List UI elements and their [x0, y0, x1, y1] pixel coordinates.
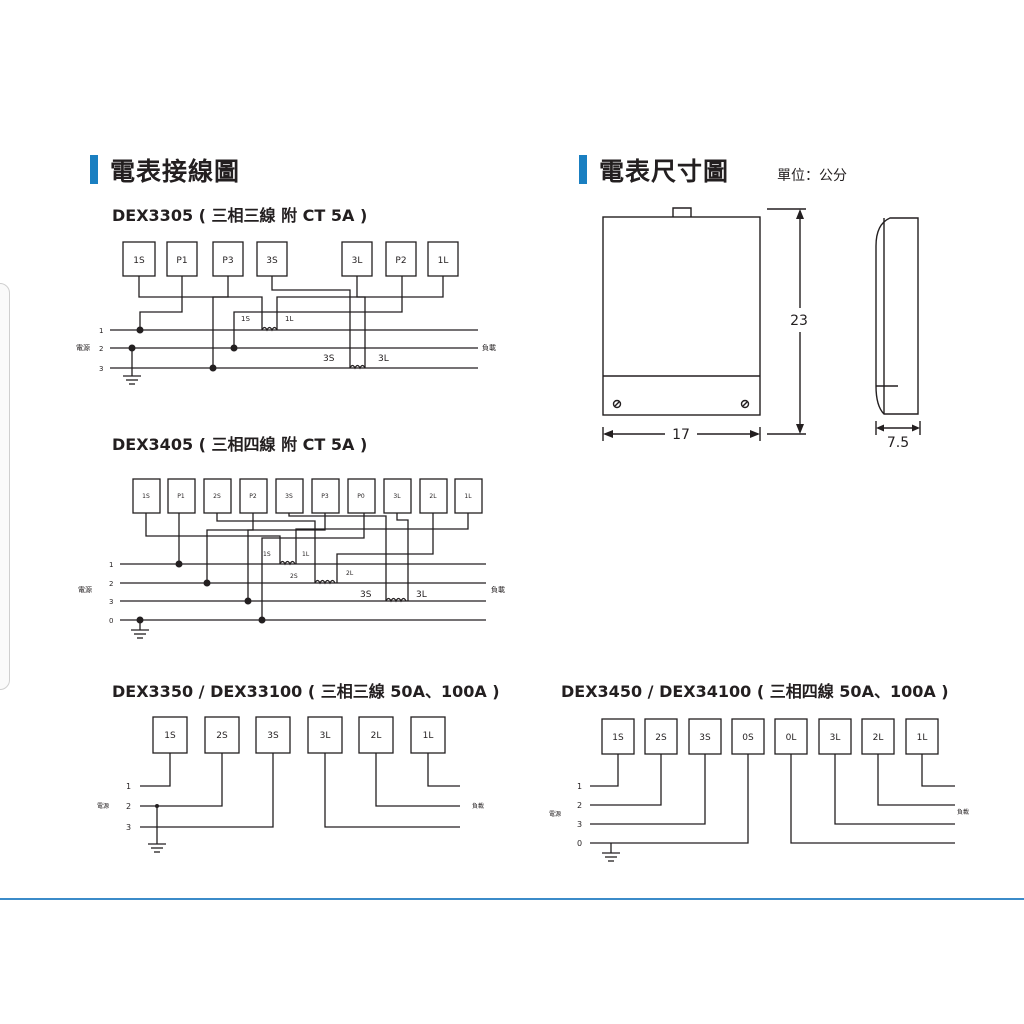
ct-label: 2L — [346, 570, 354, 577]
terminal-label: P0 — [357, 493, 365, 500]
ct-label: 3S — [360, 590, 372, 600]
source-label: 電源 — [549, 810, 561, 818]
ct-label: 1L — [302, 551, 310, 558]
line-number: 1 — [99, 327, 103, 335]
dex3350-wiring-diagram: 1S 2S 3S 3L 2L 1L 1 2 3 電源 負載 — [97, 716, 484, 853]
wiring-section-title: 電表接線圖 — [110, 157, 241, 186]
terminal-label: 1S — [133, 256, 145, 266]
dex3350-title: DEX3350 / DEX33100 ( 三相三線 50A、100A ) — [112, 682, 500, 701]
dex3405-title: DEX3405 ( 三相四線 附 CT 5A ) — [112, 435, 368, 454]
line-number: 3 — [577, 820, 582, 829]
terminal-label: 3S — [267, 731, 279, 741]
section-accent-bar — [90, 155, 98, 184]
terminal-label: 1L — [423, 731, 434, 741]
height-dimension-label: 23 — [790, 313, 808, 329]
line-number: 1 — [126, 782, 131, 791]
terminal-box — [347, 478, 376, 514]
terminal-label: 2S — [216, 731, 228, 741]
depth-dimension-label: 7.5 — [887, 435, 909, 451]
line-number: 3 — [109, 598, 113, 606]
terminal-label: 2S — [655, 733, 667, 743]
line-number: 1 — [109, 561, 113, 569]
terminal-label: 2L — [371, 731, 382, 741]
load-label: 負載 — [957, 808, 969, 816]
line-number: 0 — [109, 617, 113, 625]
ct-label: 3L — [416, 590, 427, 600]
line-number: 2 — [126, 802, 131, 811]
meter-dimension-drawing: 23 17 7.5 — [602, 207, 921, 451]
dimensions-section-title: 電表尺寸圖 — [599, 157, 730, 186]
terminal-label: 3S — [285, 493, 293, 500]
terminal-label: P1 — [176, 256, 187, 266]
width-dimension-label: 17 — [672, 427, 690, 443]
line-number: 2 — [577, 801, 582, 810]
terminal-box — [167, 478, 196, 514]
meter-top-tab — [672, 207, 692, 217]
line-number: 3 — [126, 823, 131, 832]
dex3450-title: DEX3450 / DEX34100 ( 三相四線 50A、100A ) — [561, 682, 949, 701]
section-accent-bar — [579, 155, 587, 184]
source-label: 電源 — [76, 343, 90, 352]
line-number: 2 — [99, 345, 103, 353]
terminal-label: 1L — [464, 493, 472, 500]
terminal-label: P3 — [321, 493, 329, 500]
load-label: 負載 — [491, 585, 505, 594]
ct-label: 3S — [323, 354, 335, 364]
dex3305-wiring-diagram: 1S P1 P3 3S 3L P2 1L 1 2 3 電源 負載 1S 1L 3… — [76, 241, 496, 385]
terminal-label: 1S — [142, 493, 150, 500]
dex3405-wiring-diagram: 1S P1 2S P2 3S P3 P0 3L 2L 1L 1 2 3 0 電源… — [78, 478, 505, 639]
dex3305-title: DEX3305 ( 三相三線 附 CT 5A ) — [112, 206, 368, 225]
dex3450-wiring-diagram: 1S 2S 3S 0S 0L 3L 2L 1L 1 2 3 0 電源 負載 — [549, 718, 969, 862]
load-label: 負載 — [472, 802, 484, 810]
screw-icon — [612, 399, 622, 409]
terminal-label: P3 — [222, 256, 233, 266]
terminal-label: 2L — [873, 733, 884, 743]
ct-label: 1S — [263, 551, 271, 558]
meter-front-view — [602, 216, 761, 416]
terminal-label: P2 — [249, 493, 257, 500]
line-number: 2 — [109, 580, 113, 588]
footer-divider — [0, 898, 1024, 900]
source-label: 電源 — [78, 585, 92, 594]
terminal-label: 3S — [266, 256, 278, 266]
ct-label: 1L — [285, 315, 293, 323]
source-label: 電源 — [97, 802, 109, 810]
terminal-label: 2S — [213, 493, 221, 500]
terminal-label: 2L — [429, 493, 437, 500]
terminal-label: 3L — [320, 731, 331, 741]
terminal-label: 0L — [786, 733, 797, 743]
ct-label: 2S — [290, 573, 298, 580]
ct-label: 3L — [378, 354, 389, 364]
terminal-label: 3L — [830, 733, 841, 743]
terminal-box — [385, 241, 417, 277]
terminal-label: P1 — [177, 493, 185, 500]
terminal-label: 1L — [917, 733, 928, 743]
terminal-label: 3S — [699, 733, 711, 743]
terminal-label: 1S — [612, 733, 624, 743]
line-number: 1 — [577, 782, 582, 791]
screw-icon — [740, 399, 750, 409]
terminal-label: P2 — [395, 256, 406, 266]
terminal-label: 1S — [164, 731, 176, 741]
terminal-label: 0S — [742, 733, 754, 743]
load-label: 負載 — [482, 343, 496, 352]
line-number: 3 — [99, 365, 103, 373]
terminal-label: 3L — [352, 256, 363, 266]
unit-label: 單位：公分 — [777, 168, 847, 184]
terminal-label: 1L — [438, 256, 449, 266]
terminal-label: 3L — [393, 493, 401, 500]
line-number: 0 — [577, 839, 582, 848]
ct-label: 1S — [241, 315, 250, 323]
meter-side-view — [875, 217, 919, 415]
